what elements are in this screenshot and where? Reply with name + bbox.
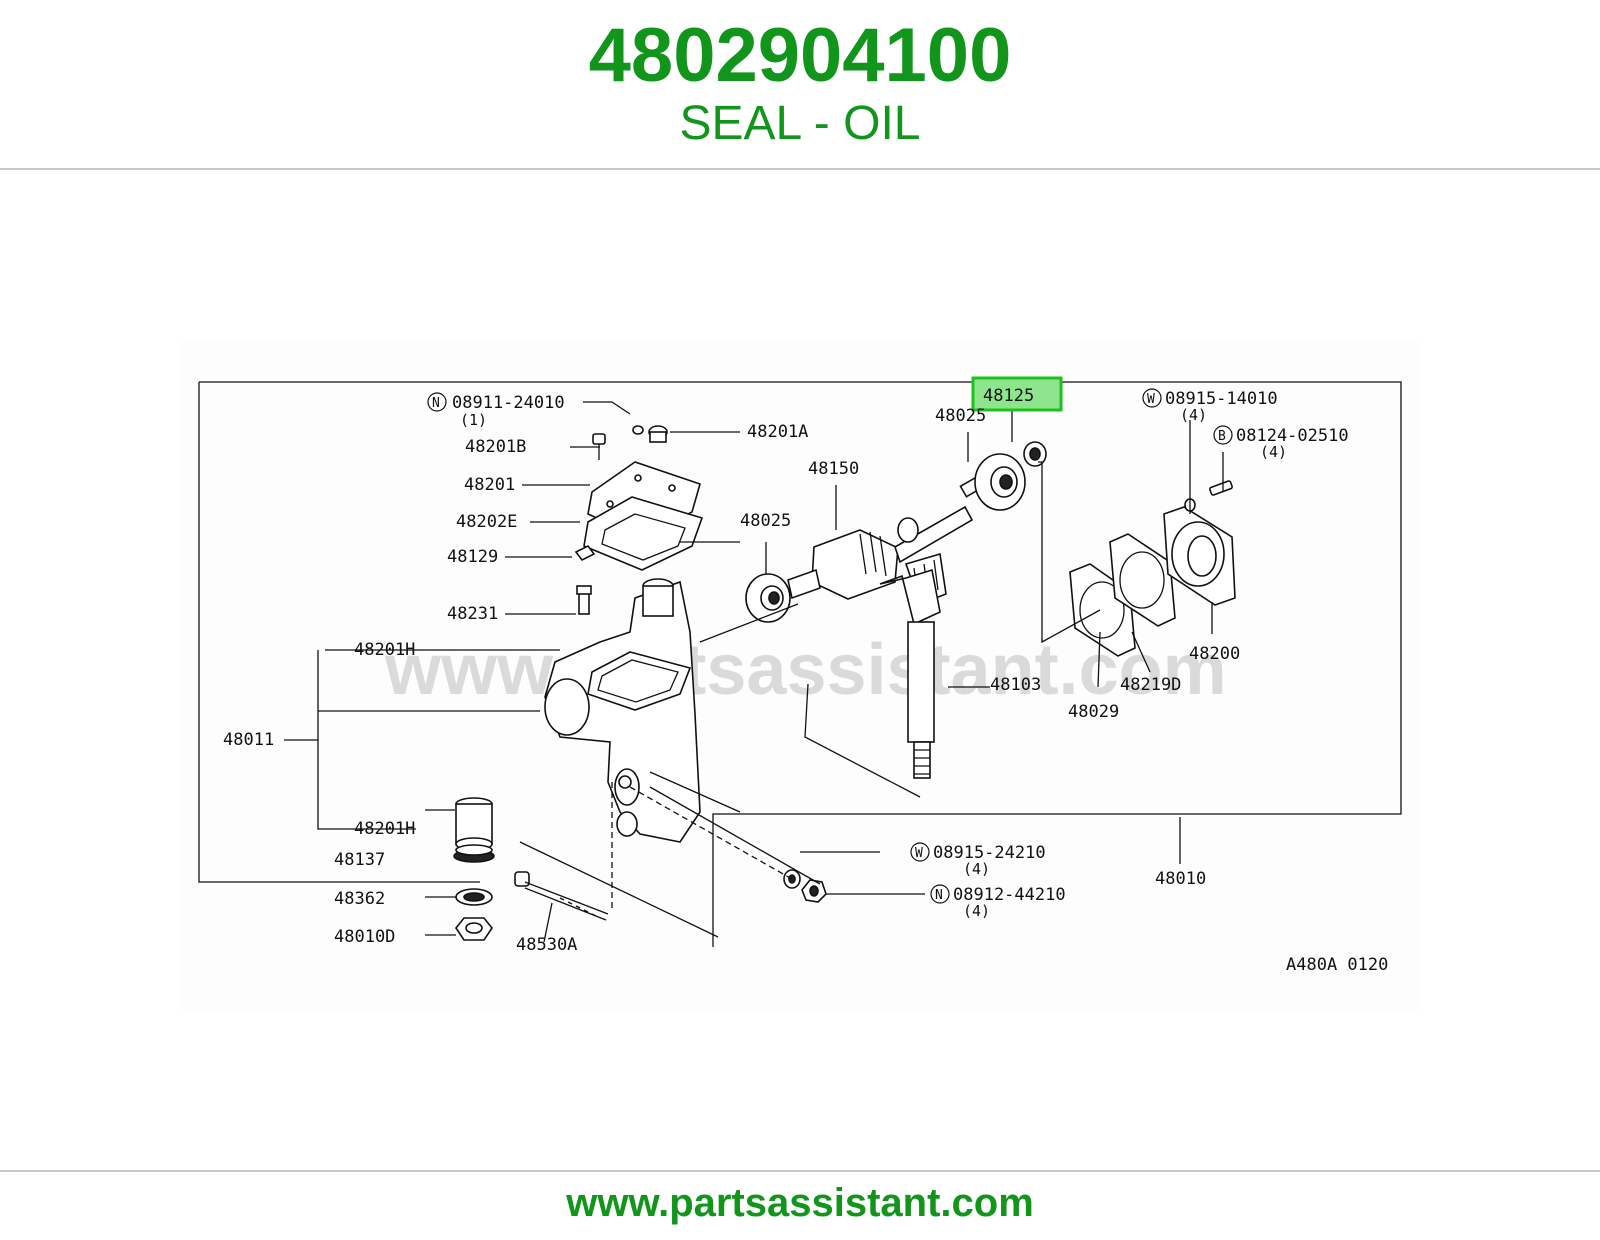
label-48202E[interactable]: 48202E (456, 512, 517, 532)
qty-08915-24210: (4) (963, 860, 990, 878)
nut-48010D[interactable] (455, 917, 493, 941)
sector-shaft-48103[interactable] (879, 552, 947, 779)
nut-48201A[interactable] (632, 425, 668, 443)
footer-divider (0, 1170, 1600, 1172)
washer-08915-24210[interactable] (783, 869, 801, 889)
label-48010[interactable]: 48010 (1155, 869, 1206, 889)
footer-website-link[interactable]: www.partsassistant.com (566, 1181, 1034, 1225)
label-08124-02510[interactable]: 08124-02510 (1236, 426, 1349, 446)
label-08911-24010[interactable]: 08911-24010 (452, 393, 565, 413)
bolt-48530A[interactable] (514, 871, 609, 921)
bracket-48011 (317, 649, 560, 830)
svg-text:N: N (432, 396, 440, 411)
leader-lines (425, 401, 1224, 943)
qty-08915-14010: (4) (1180, 406, 1207, 424)
svg-text:W: W (1147, 392, 1155, 407)
qty-08911: (1) (460, 411, 487, 429)
nut-08912-44210[interactable] (801, 879, 827, 903)
svg-text:W: W (915, 846, 923, 861)
label-48201H-top[interactable]: 48201H (354, 640, 415, 660)
label-48011[interactable]: 48011 (223, 730, 274, 750)
label-48150[interactable]: 48150 (808, 459, 859, 479)
label-48231[interactable]: 48231 (447, 604, 498, 624)
dashed-guide-nut (629, 786, 793, 880)
label-48025-right[interactable]: 48025 (935, 406, 986, 426)
cover-48200[interactable] (1163, 506, 1236, 606)
label-48137[interactable]: 48137 (334, 850, 385, 870)
part-number-title: 4802904100 (588, 13, 1012, 98)
label-48201[interactable]: 48201 (464, 475, 515, 495)
circle-N-08912: N (930, 884, 950, 904)
highlight-box (971, 376, 1063, 412)
svg-text:N: N (935, 888, 943, 903)
svg-text:B: B (1218, 429, 1226, 444)
label-48025-left[interactable]: 48025 (740, 511, 791, 531)
label-48530A[interactable]: 48530A (516, 935, 577, 955)
label-48125[interactable]: 48125 (983, 386, 1034, 406)
bolt-48231[interactable] (576, 585, 592, 615)
label-48010D[interactable]: 48010D (334, 927, 395, 947)
diagram-code: A480A 0120 (1286, 955, 1388, 975)
label-48103[interactable]: 48103 (990, 675, 1041, 695)
label-48129[interactable]: 48129 (447, 547, 498, 567)
label-08915-14010[interactable]: 08915-14010 (1165, 389, 1278, 409)
label-48029[interactable]: 48029 (1068, 702, 1119, 722)
circle-B-08124: B (1213, 425, 1233, 445)
label-48201H-bottom[interactable]: 48201H (354, 819, 415, 839)
label-48201B[interactable]: 48201B (465, 437, 526, 457)
oil-seal-48125[interactable] (1023, 441, 1047, 467)
bearing-48025-right[interactable] (974, 453, 1026, 511)
washer-48362[interactable] (455, 888, 493, 906)
spring-48137[interactable] (453, 844, 495, 863)
label-08915-24210[interactable]: 08915-24210 (933, 843, 1046, 863)
bearing-48025-left[interactable] (745, 573, 791, 623)
parts-diagram: www.partsassistant.com (180, 342, 1420, 1012)
label-48201A[interactable]: 48201A (747, 422, 808, 442)
watermark: www.partsassistant.com (384, 630, 1227, 710)
label-08912-44210[interactable]: 08912-44210 (953, 885, 1066, 905)
qty-08124-02510: (4) (1260, 443, 1287, 461)
label-48362[interactable]: 48362 (334, 889, 385, 909)
gasket-48202E[interactable] (583, 496, 704, 571)
bracket-48129[interactable] (574, 544, 596, 562)
bushing-48201H[interactable] (455, 797, 493, 851)
circle-W-08915a: W (1142, 388, 1162, 408)
qty-08912-44210: (4) (963, 902, 990, 920)
shim-48219D[interactable] (1109, 533, 1176, 627)
header-divider (0, 168, 1600, 170)
label-48219D[interactable]: 48219D (1120, 675, 1181, 695)
circle-W-08915b: W (910, 842, 930, 862)
worm-shaft-48150[interactable] (787, 474, 987, 600)
label-48200[interactable]: 48200 (1189, 644, 1240, 664)
part-description: SEAL - OIL (679, 97, 921, 150)
diagram-background (180, 342, 1420, 1012)
circle-N-08911: N (427, 392, 447, 412)
